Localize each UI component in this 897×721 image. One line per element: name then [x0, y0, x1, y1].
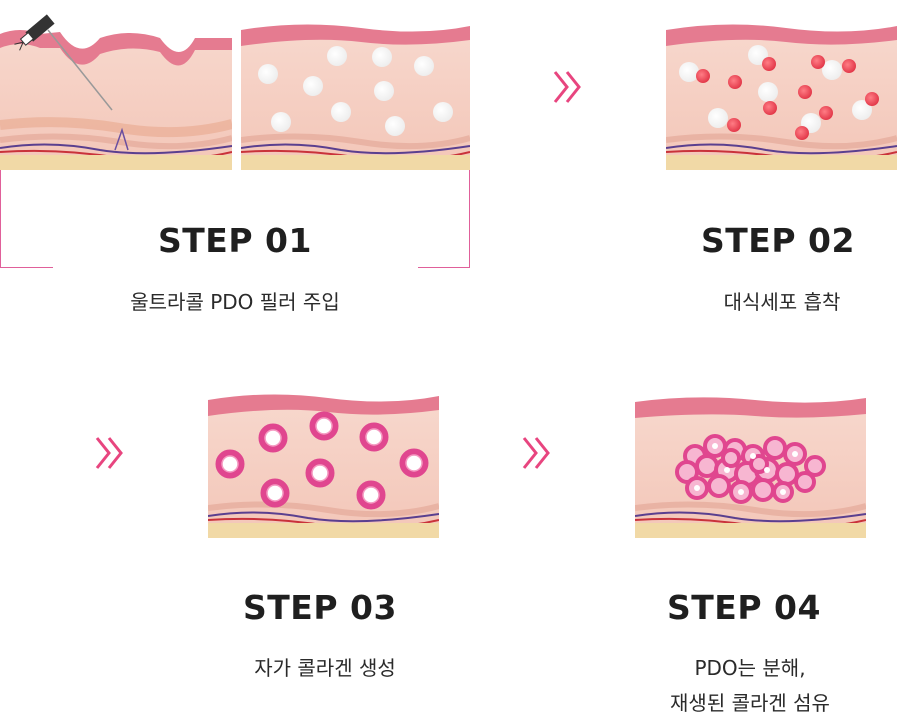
- skin-panel-step01-injection: [0, 0, 232, 170]
- double-chevron-right-icon: [522, 437, 550, 469]
- skin-panel-step02-macrophage: [666, 0, 897, 170]
- step01-bracket-left: [0, 170, 53, 268]
- step01-description: 울트라콜 PDO 필러 주입: [130, 290, 340, 314]
- step04-description-line1: PDO는 분해,: [694, 656, 806, 680]
- step03-description: 자가 콜라겐 생성: [254, 656, 396, 680]
- step04-title: STEP 04: [667, 588, 821, 627]
- step04-description-line2: 재생된 콜라겐 섬유: [670, 691, 830, 715]
- step03-title: STEP 03: [243, 588, 397, 627]
- syringe-needle-icon: [14, 14, 113, 111]
- skin-panel-step04-regenerated: [635, 370, 866, 538]
- step01-title: STEP 01: [158, 221, 312, 260]
- step02-title: STEP 02: [701, 221, 855, 260]
- step02-description: 대식세포 흡착: [723, 290, 841, 314]
- skin-panel-step01-pdo: [241, 0, 470, 170]
- skin-panel-step03-collagen: [208, 370, 439, 538]
- double-chevron-right-icon: [553, 71, 581, 103]
- double-chevron-right-icon: [95, 437, 123, 469]
- step01-bracket-right: [418, 170, 470, 268]
